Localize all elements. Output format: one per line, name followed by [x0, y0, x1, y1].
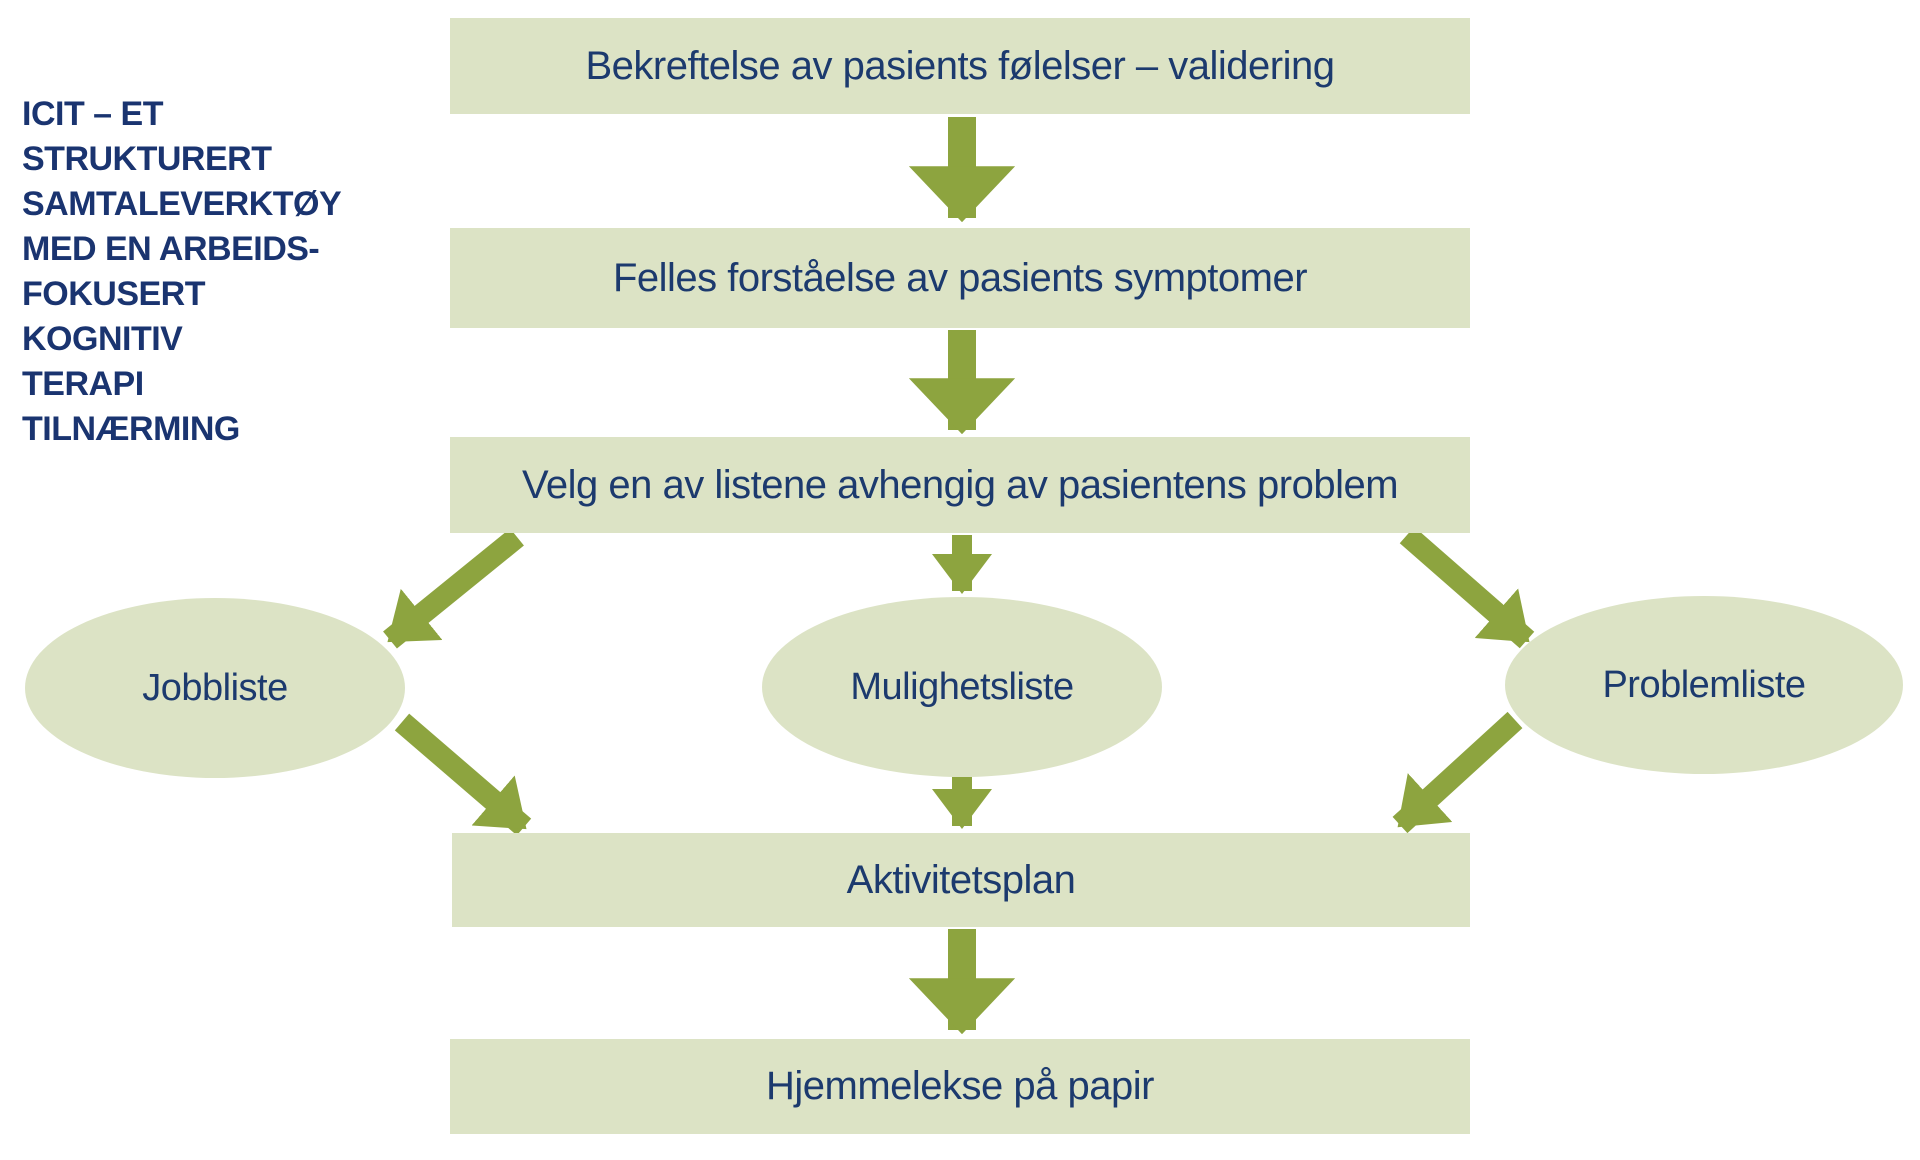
- node-jobbliste: Jobbliste: [25, 598, 405, 778]
- node-validering: Bekreftelse av pasients følelser – valid…: [450, 18, 1470, 114]
- node-velg-liste: Velg en av listene avhengig av pasienten…: [450, 437, 1470, 533]
- node-felles-forstaelse: Felles forståelse av pasients symptomer: [450, 228, 1470, 328]
- arrow-step3-jobbliste: [383, 528, 524, 649]
- arrow-problemliste-aktivitetsplan: [1392, 711, 1523, 834]
- arrow-jobbliste-aktivitetsplan: [394, 713, 532, 836]
- node-mulighetsliste: Mulighetsliste: [762, 597, 1162, 777]
- node-problemliste: Problemliste: [1505, 596, 1903, 774]
- arrow-step3-problemliste: [1399, 526, 1535, 649]
- node-hjemmelekse: Hjemmelekse på papir: [450, 1039, 1470, 1134]
- diagram-title: ICIT – ET STRUKTURERT SAMTALEVERKTØY MED…: [22, 95, 342, 448]
- node-aktivitetsplan: Aktivitetsplan: [452, 833, 1470, 927]
